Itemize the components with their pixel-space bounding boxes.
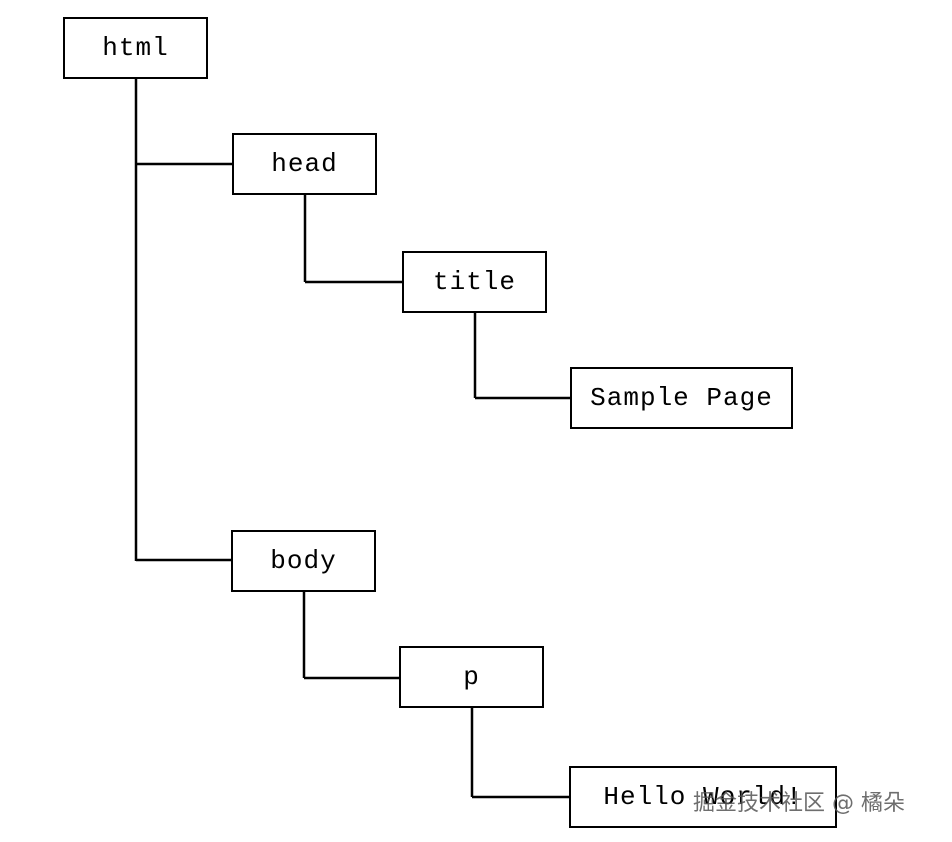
node-p-label: p bbox=[463, 662, 480, 692]
node-sample-page-label: Sample Page bbox=[590, 383, 773, 413]
node-head: head bbox=[232, 133, 377, 195]
node-sample-page: Sample Page bbox=[570, 367, 793, 429]
node-html-label: html bbox=[102, 33, 169, 63]
node-head-label: head bbox=[271, 149, 338, 179]
node-title: title bbox=[402, 251, 547, 313]
node-title-label: title bbox=[432, 267, 516, 297]
node-p: p bbox=[399, 646, 544, 708]
watermark-text: 掘金技术社区 @ 橘朵 bbox=[693, 791, 905, 816]
node-html: html bbox=[63, 17, 208, 79]
node-body: body bbox=[231, 530, 376, 592]
node-body-label: body bbox=[270, 546, 337, 576]
node-hello-world: Hello World! bbox=[569, 766, 837, 828]
node-hello-world-label: Hello World! bbox=[603, 782, 803, 812]
